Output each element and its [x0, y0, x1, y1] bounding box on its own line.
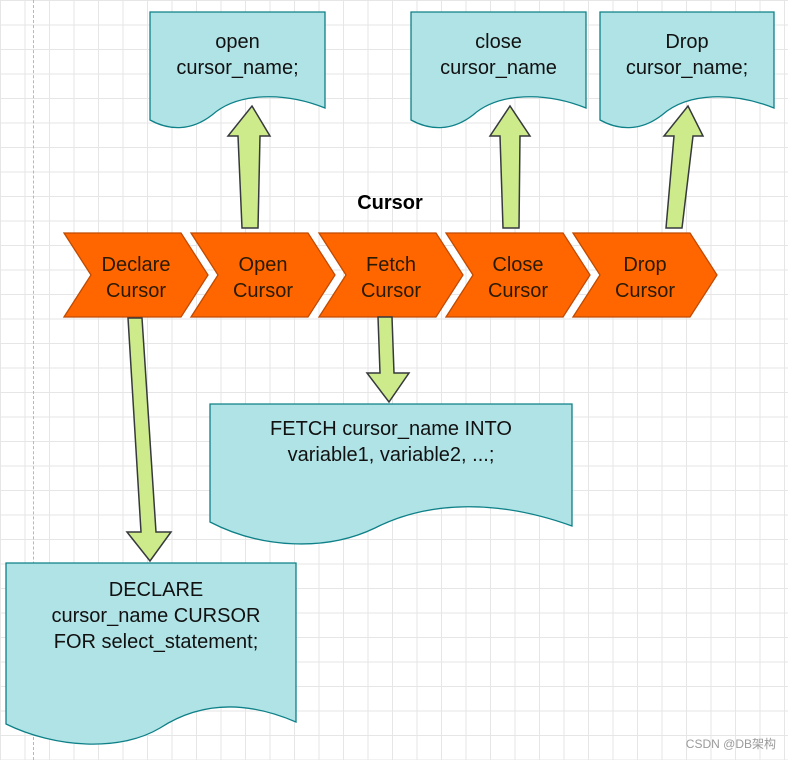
chevron-fetch[interactable]	[317, 232, 464, 318]
arrow-open-up	[226, 104, 272, 229]
arrow-drop-up	[662, 104, 705, 229]
doc-declare-text: DECLARE cursor_name CURSOR FOR select_st…	[6, 577, 306, 655]
step-open-label: Open Cursor	[208, 252, 318, 304]
step-fetch-line2: Cursor	[360, 280, 421, 302]
doc-close-text: close cursor_name	[411, 29, 586, 81]
step-fetch-label: Fetch Cursor	[336, 252, 446, 304]
doc-fetch[interactable]	[209, 403, 573, 545]
doc-declare[interactable]	[5, 562, 297, 745]
chevron-declare[interactable]	[62, 232, 209, 318]
doc-open-text: open cursor_name;	[150, 29, 325, 81]
step-declare-line1: Declare	[101, 254, 171, 276]
doc-fetch-line2: variable1, variable2, ...;	[287, 444, 495, 466]
step-fetch-line1: Fetch	[365, 254, 417, 276]
doc-open-line2: cursor_name;	[176, 57, 299, 79]
step-declare-label: Declare Cursor	[81, 252, 191, 304]
arrow-declare-down	[125, 317, 173, 563]
doc-drop-line1: Drop	[665, 31, 709, 53]
doc-drop-line2: cursor_name;	[625, 57, 749, 79]
chevron-close[interactable]	[444, 232, 591, 318]
step-drop-line1: Drop	[623, 254, 667, 276]
diagram-title: Cursor	[357, 192, 423, 214]
step-drop-line2: Cursor	[614, 280, 675, 302]
doc-declare-line1: DECLARE	[108, 579, 204, 601]
step-close-line1: Close	[492, 254, 544, 276]
doc-fetch-text: FETCH cursor_name INTO variable1, variab…	[210, 416, 572, 468]
chevron-drop[interactable]	[571, 232, 718, 318]
doc-drop[interactable]	[599, 11, 775, 129]
doc-declare-line2: cursor_name CURSOR	[51, 605, 261, 627]
watermark: CSDN @DB架构	[685, 737, 776, 751]
doc-open-line1: open	[215, 31, 260, 53]
arrow-close-up	[488, 104, 532, 229]
step-close-label: Close Cursor	[463, 252, 573, 304]
step-declare-line2: Cursor	[105, 280, 166, 302]
step-drop-label: Drop Cursor	[590, 252, 700, 304]
doc-close-line2: cursor_name	[440, 57, 557, 79]
doc-fetch-line1: FETCH cursor_name INTO	[270, 418, 512, 440]
doc-drop-text: Drop cursor_name;	[600, 29, 774, 81]
doc-close[interactable]	[410, 11, 587, 129]
vertical-guide-line	[33, 0, 34, 760]
arrow-fetch-down	[365, 316, 411, 404]
doc-close-line1: close	[475, 31, 522, 53]
step-open-line1: Open	[238, 254, 288, 276]
doc-open[interactable]	[149, 11, 326, 129]
step-close-line2: Cursor	[487, 280, 548, 302]
step-open-line2: Cursor	[232, 280, 293, 302]
chevron-open[interactable]	[189, 232, 336, 318]
doc-declare-line3: FOR select_statement;	[53, 631, 259, 653]
